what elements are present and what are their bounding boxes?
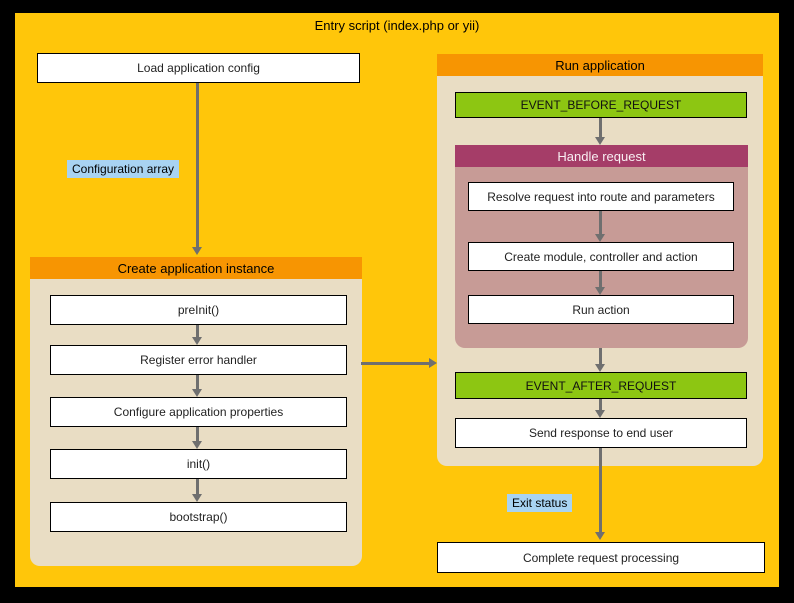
- arrow-init-to-bootstrap: [192, 479, 202, 502]
- arrow-resolve-to-create-module: [595, 211, 605, 242]
- step-bootstrap: bootstrap(): [50, 502, 347, 532]
- load-application-config-box: Load application config: [37, 53, 360, 83]
- configuration-array-label: Configuration array: [67, 160, 180, 178]
- diagram-title: Entry script (index.php or yii): [314, 18, 480, 33]
- send-response-box: Send response to end user: [455, 418, 747, 448]
- arrow-register-to-configure: [192, 375, 202, 397]
- step-resolve-request: Resolve request into route and parameter…: [468, 182, 734, 211]
- event-before-request-box: EVENT_BEFORE_REQUEST: [455, 92, 747, 118]
- step-run-action: Run action: [468, 295, 734, 324]
- arrow-create-module-to-run-action: [595, 271, 605, 295]
- arrow-config-to-create: [192, 83, 202, 255]
- arrow-send-to-complete: [595, 448, 605, 540]
- arrow-handle-to-after: [595, 348, 605, 372]
- step-create-module-controller-action: Create module, controller and action: [468, 242, 734, 271]
- step-init: init(): [50, 449, 347, 479]
- arrow-before-to-handle: [595, 118, 605, 145]
- arrow-preinit-to-register: [192, 325, 202, 345]
- complete-request-processing-box: Complete request processing: [437, 542, 765, 573]
- run-application-header: Run application: [437, 54, 763, 76]
- exit-status-label: Exit status: [507, 494, 573, 512]
- handle-request-header: Handle request: [455, 145, 748, 167]
- step-preinit: preInit(): [50, 295, 347, 325]
- arrow-create-to-run: [361, 358, 437, 368]
- step-configure-application-properties: Configure application properties: [50, 397, 347, 427]
- create-application-instance-header: Create application instance: [30, 257, 362, 279]
- arrow-configure-to-init: [192, 427, 202, 449]
- arrow-after-to-send: [595, 399, 605, 418]
- step-register-error-handler: Register error handler: [50, 345, 347, 375]
- event-after-request-box: EVENT_AFTER_REQUEST: [455, 372, 747, 399]
